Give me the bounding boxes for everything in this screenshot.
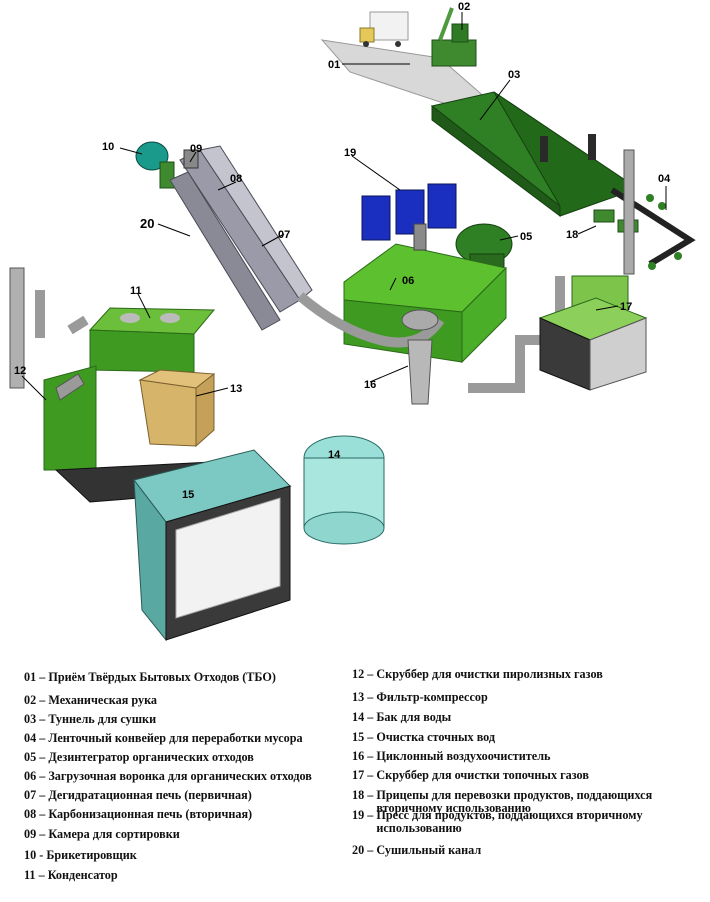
callout-01: 01 bbox=[328, 59, 340, 71]
legend-item: 11 – Конденсатор bbox=[24, 868, 118, 882]
callout-11: 11 bbox=[130, 285, 142, 297]
wastewater-treatment bbox=[54, 449, 292, 642]
legend-item: 16 – Циклонный воздухоочиститель bbox=[352, 749, 551, 763]
legend-item: 14 – Бак для воды bbox=[352, 710, 452, 724]
condenser bbox=[88, 307, 216, 373]
filter-compressor bbox=[138, 369, 216, 448]
callout-05: 05 bbox=[520, 231, 532, 243]
callout-14: 14 bbox=[328, 449, 341, 461]
pyrolysis-scrubber bbox=[9, 267, 97, 471]
callout-04: 04 bbox=[658, 173, 671, 185]
legend-item: 02 – Механическая рука bbox=[24, 693, 158, 707]
briquetter bbox=[135, 141, 175, 189]
callout-16: 16 bbox=[364, 379, 376, 391]
legend: 01 – Приём Твёрдых Бытовых Отходов (ТБО)… bbox=[0, 660, 710, 902]
legend-item: 01 – Приём Твёрдых Бытовых Отходов (ТБО) bbox=[24, 670, 276, 684]
callout-07: 07 bbox=[278, 229, 290, 241]
callout-13: 13 bbox=[230, 383, 242, 395]
legend-item: 13 – Фильтр-компрессор bbox=[352, 690, 488, 704]
recycling-press bbox=[361, 183, 457, 241]
callout-19: 19 bbox=[344, 147, 356, 159]
belt-conveyor bbox=[610, 187, 696, 270]
callout-lines bbox=[21, 12, 667, 401]
legend-item: 07 – Дегидратационная печь (первичная) bbox=[24, 788, 252, 802]
legend-item: 17 – Скруббер для очистки топочных газов bbox=[352, 768, 589, 782]
cyclone-cleaner bbox=[401, 309, 439, 405]
callout-10: 10 bbox=[102, 141, 114, 153]
callout-18: 18 bbox=[566, 229, 578, 241]
legend-item: 10 - Брикетировщик bbox=[24, 848, 137, 862]
callout-08: 08 bbox=[230, 173, 242, 185]
drying-tunnel bbox=[430, 91, 630, 217]
callout-06: 06 bbox=[402, 275, 414, 287]
callout-12: 12 bbox=[14, 365, 26, 377]
callout-15: 15 bbox=[182, 489, 194, 501]
callout-09: 09 bbox=[190, 143, 202, 155]
callout-02: 02 bbox=[458, 1, 470, 13]
legend-item: 06 – Загрузочная воронка для органически… bbox=[24, 769, 312, 783]
legend-item: 05 – Дезинтегратор органических отходов bbox=[24, 750, 254, 764]
legend-item: 03 – Туннель для сушки bbox=[24, 712, 157, 726]
reception-platform bbox=[320, 11, 489, 113]
legend-item: 04 – Ленточный конвейер для переработки … bbox=[24, 731, 303, 745]
plant-diagram: 01 02 03 04 05 06 07 08 09 10 11 12 13 1… bbox=[9, 1, 696, 642]
mechanical-arm bbox=[431, 7, 477, 67]
legend-item: 15 – Очистка сточных вод bbox=[352, 730, 496, 744]
legend-item: 19 – Пресс для продуктов, поддающихся вт… bbox=[352, 808, 643, 835]
legend-item: 08 – Карбонизационная печь (вторичная) bbox=[24, 807, 253, 821]
furnace-line bbox=[169, 145, 313, 331]
callout-03: 03 bbox=[508, 69, 520, 81]
legend-item: 20 – Сушильный канал bbox=[352, 843, 482, 857]
callout-20: 20 bbox=[140, 216, 154, 231]
flue-gas-scrubber bbox=[538, 149, 648, 391]
legend-item: 09 – Камера для сортировки bbox=[24, 827, 180, 841]
legend-item: 12 – Скруббер для очистки пиролизных газ… bbox=[352, 667, 603, 681]
callout-17: 17 bbox=[620, 301, 632, 313]
water-tank bbox=[303, 435, 385, 545]
legend-item: 18 – Прицепы для перевозки продуктов, по… bbox=[352, 788, 653, 815]
